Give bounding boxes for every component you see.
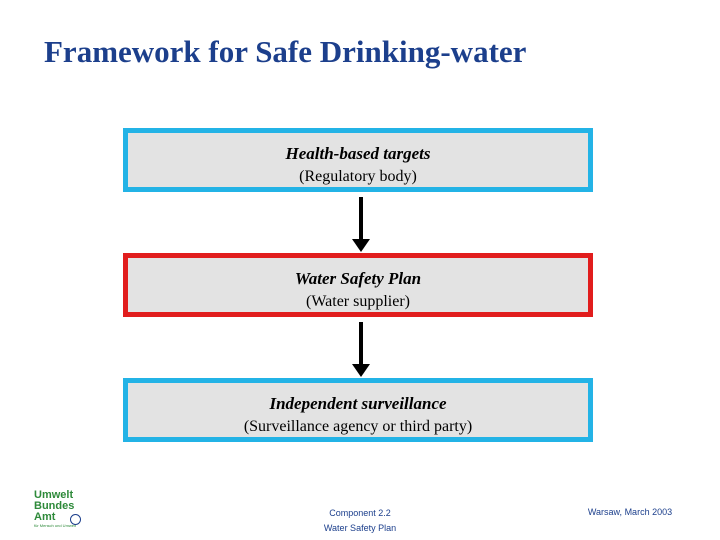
logo-line: Bundes [34,500,75,512]
umweltbundesamt-logo: Umwelt Bundes Amt für Mensch und Umwelt [34,490,94,536]
box-title: Health-based targets [285,144,431,163]
logo-tagline: für Mensch und Umwelt [34,523,77,528]
box-subtitle: (Regulatory body) [299,168,417,185]
box-title: Water Safety Plan [294,269,422,288]
health-based-targets-box: Health-based targets (Regulatory body) [123,128,593,192]
footer-component-line: Component 2.2 [329,508,391,518]
box-title: Independent surveillance [269,394,447,413]
un-emblem-icon [70,514,81,525]
footer-component-line: Water Safety Plan [323,523,397,533]
logo-line: Amt [34,511,56,523]
slide-title: Framework for Safe Drinking-water [44,34,527,69]
water-safety-plan-box: Water Safety Plan (Water supplier) [123,253,593,317]
arrow-down-icon [352,322,370,377]
arrow-down-icon [352,197,370,252]
logo-line: Umwelt [34,489,74,501]
footer-location-date: Warsaw, March 2003 [587,507,673,517]
box-subtitle: (Water supplier) [306,293,410,310]
box-subtitle: (Surveillance agency or third party) [243,418,473,435]
footer-component: Component 2.2 Water Safety Plan [290,506,430,536]
independent-surveillance-box: Independent surveillance (Surveillance a… [123,378,593,442]
